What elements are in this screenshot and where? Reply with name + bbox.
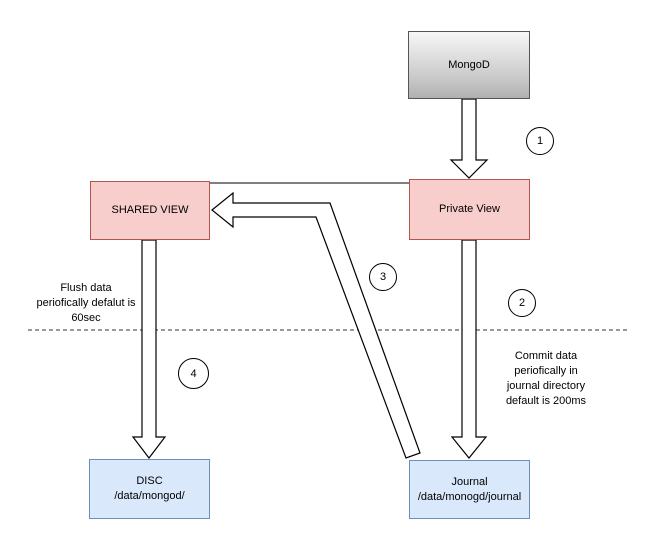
node-shared-view: SHARED VIEW xyxy=(90,181,210,240)
step-circle-4: 4 xyxy=(178,358,209,389)
annotation-flush-line2: periofically defalut is xyxy=(36,297,136,309)
annotation-flush-data: Flush data periofically defalut is 60sec xyxy=(18,281,154,326)
step-circle-3-number: 3 xyxy=(379,271,387,283)
arrow-journal-to-shared-view xyxy=(211,191,421,459)
node-journal-path: /data/monogd/journal xyxy=(417,490,522,503)
arrow-shared-view-to-disc xyxy=(131,239,167,459)
annotation-commit-line3: journal directory xyxy=(506,380,586,392)
annotation-commit-line1: Commit data xyxy=(514,350,578,362)
annotation-flush-line3: 60sec xyxy=(71,312,101,324)
node-disc: DISC /data/mongod/ xyxy=(89,459,210,519)
node-shared-view-label: SHARED VIEW xyxy=(111,204,189,216)
annotation-commit-line2: periofically in xyxy=(514,365,578,377)
node-private-view-label: Private View xyxy=(439,203,500,215)
node-private-view: Private View xyxy=(409,179,530,240)
step-circle-2: 2 xyxy=(508,289,536,317)
node-journal-label: Journal xyxy=(451,475,488,488)
step-circle-2-number: 2 xyxy=(518,297,526,309)
step-circle-4-number: 4 xyxy=(190,367,197,380)
arrow-mongod-to-private-view xyxy=(449,98,489,179)
annotation-commit-data: Commit data periofically in journal dire… xyxy=(478,349,614,409)
node-disc-label: DISC xyxy=(136,475,163,487)
arrow-private-view-to-journal xyxy=(450,239,488,459)
node-mongod: MongoD xyxy=(408,31,530,99)
step-circle-1-number: 1 xyxy=(536,135,544,147)
step-circle-3: 3 xyxy=(369,263,397,291)
node-mongod-label: MongoD xyxy=(448,58,490,71)
node-journal: Journal /data/monogd/journal xyxy=(409,460,530,519)
node-disc-path: /data/mongod/ xyxy=(114,490,185,502)
annotation-commit-line4: default is 200ms xyxy=(505,395,587,407)
step-circle-1: 1 xyxy=(526,127,554,155)
annotation-flush-line1: Flush data xyxy=(60,282,112,294)
